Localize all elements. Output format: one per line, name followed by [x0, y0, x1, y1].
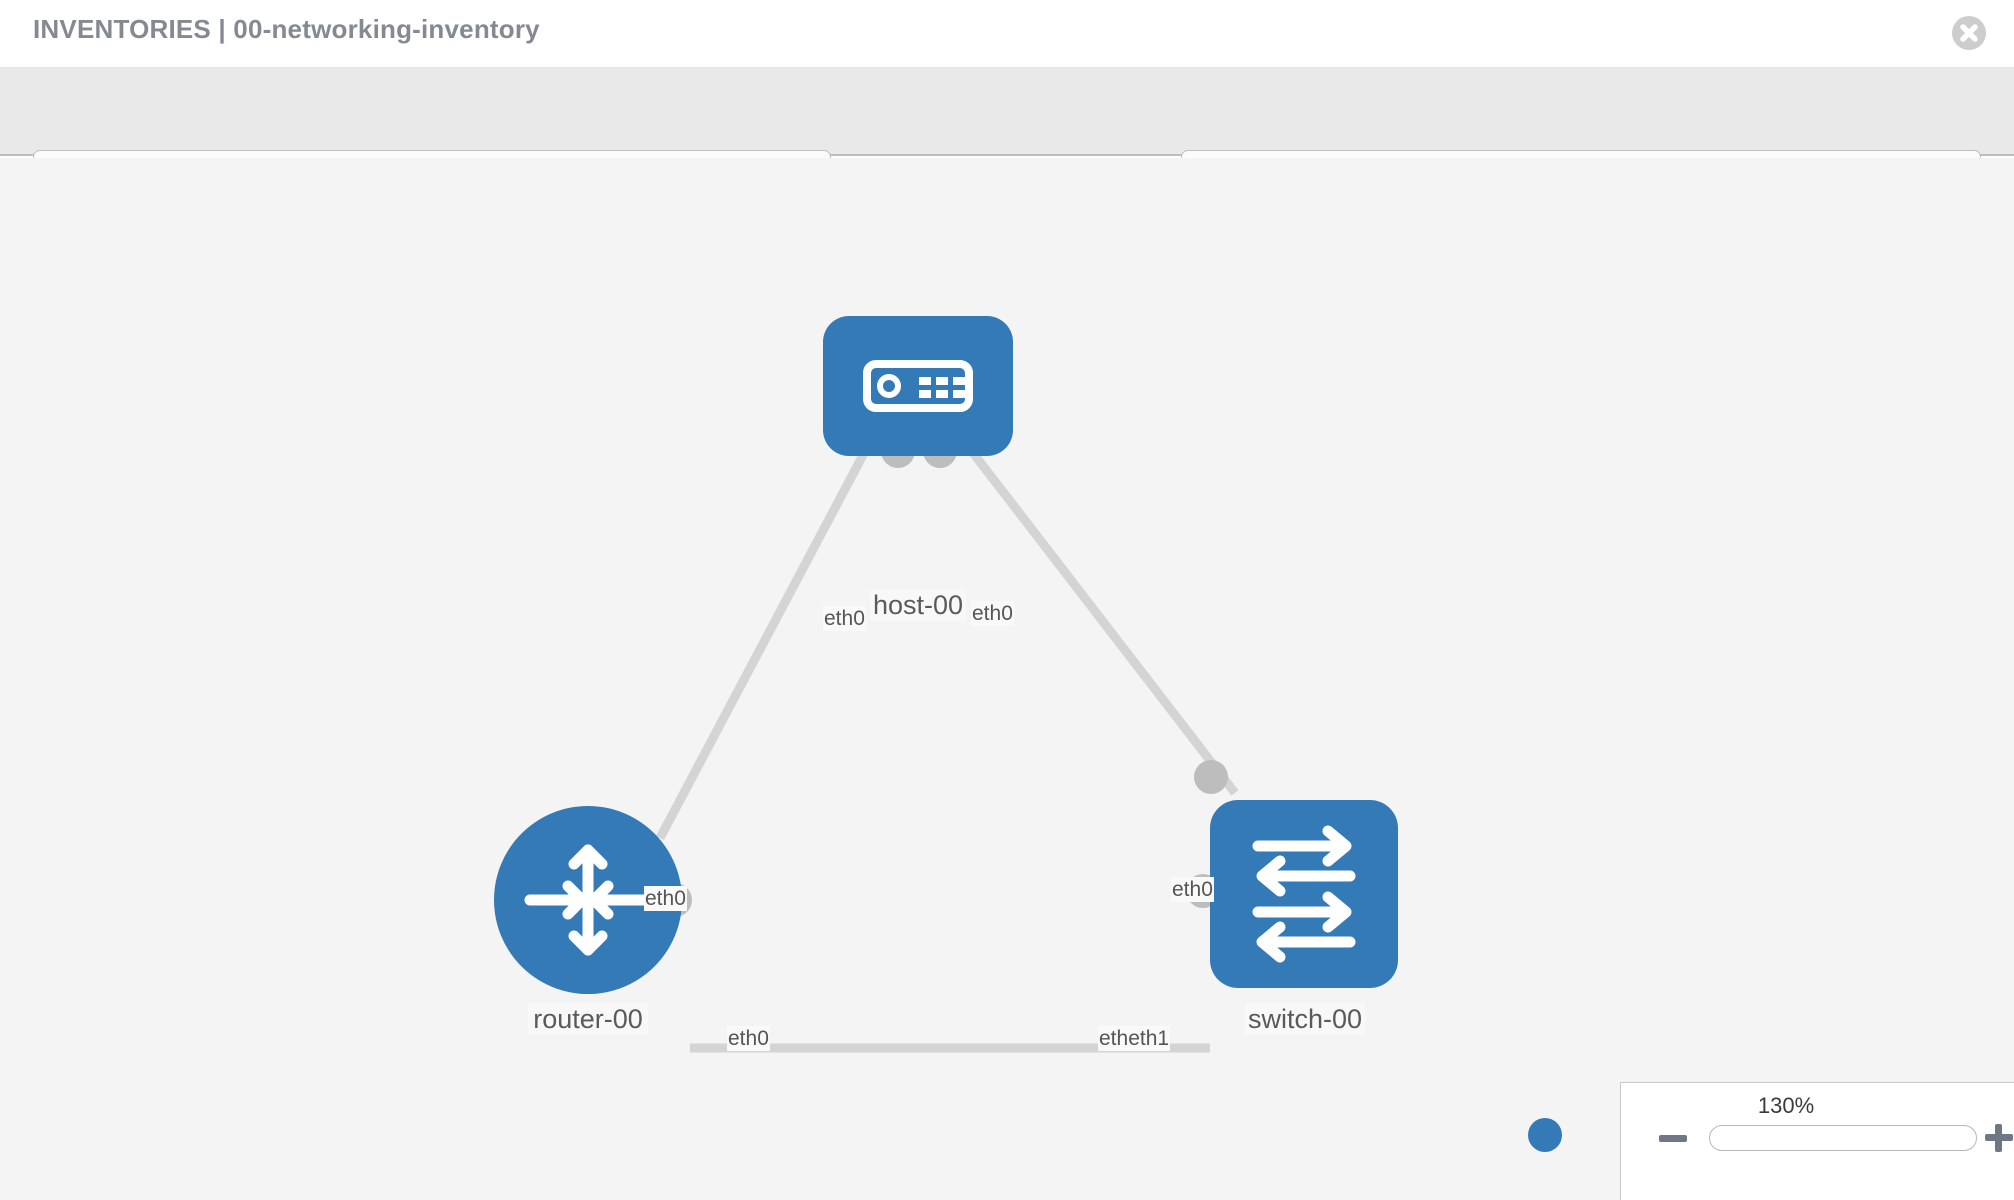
edge-label-host-left: eth0	[823, 606, 866, 631]
topology-edges	[656, 420, 1239, 1053]
node-host-00-shape	[823, 316, 1013, 456]
page-header: INVENTORIES | 00-networking-inventory	[0, 0, 2014, 68]
zoom-level-label: 130%	[1757, 1093, 1815, 1118]
node-switch-00-shape	[1210, 800, 1398, 988]
zoom-slider-thumb[interactable]	[1528, 1118, 1562, 1152]
zoom-slider[interactable]	[1709, 1125, 1977, 1151]
server-icon	[863, 360, 973, 412]
node-switch-00[interactable]	[1186, 760, 1398, 988]
node-host-00[interactable]	[823, 316, 1013, 468]
edge-label-router-right: eth0	[727, 1026, 770, 1051]
zoom-in-button[interactable]	[1985, 1124, 2013, 1152]
edge-label-switch-left: etheth1	[1098, 1026, 1171, 1051]
node-switch-00-label: switch-00	[1245, 1003, 1365, 1035]
topology-canvas[interactable]: host-00 r	[0, 158, 2014, 1200]
node-router-00-label: router-00	[528, 1003, 648, 1035]
zoom-control-panel: 130%	[1620, 1082, 2014, 1200]
edge-label-switch-up: eth0	[1171, 877, 1214, 902]
edge-host-router	[656, 420, 884, 841]
switch-arrows-icon	[1252, 825, 1356, 963]
edge-host-switch	[946, 420, 1239, 796]
close-button[interactable]	[1952, 16, 1986, 50]
page-title: INVENTORIES | 00-networking-inventory	[33, 14, 540, 44]
toolbar: ACTIONS SEARCH	[0, 68, 2014, 202]
close-icon	[1960, 24, 1978, 42]
node-switch-00-port-top[interactable]	[1194, 760, 1228, 794]
edge-label-host-right: eth0	[971, 601, 1014, 626]
router-arrows-icon	[524, 844, 652, 956]
zoom-out-button[interactable]	[1659, 1135, 1687, 1142]
edge-label-router-up: eth0	[644, 886, 687, 911]
node-host-00-label: host-00	[870, 589, 966, 621]
